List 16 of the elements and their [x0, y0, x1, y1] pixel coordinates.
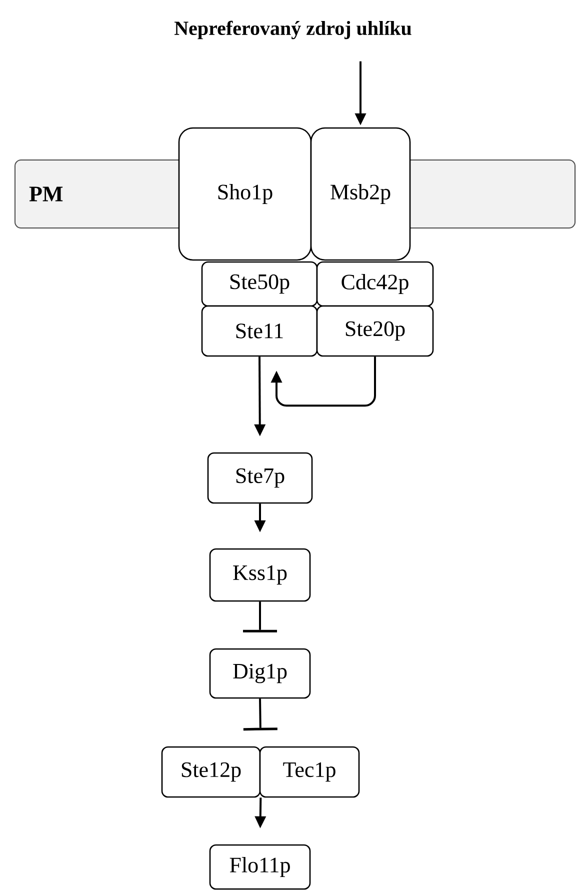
protein-box: Ste7p — [207, 452, 313, 504]
protein-box: Ste11 — [201, 305, 318, 357]
protein-box: Cdc42p — [316, 261, 434, 307]
title: Nepreferovaný zdroj uhlíku — [174, 20, 412, 40]
protein-box: Ste50p — [201, 261, 318, 307]
protein-box: Ste12p — [161, 746, 261, 798]
protein-box: Tec1p — [259, 746, 360, 798]
protein-box: Sho1p — [178, 127, 312, 261]
protein-box: Flo11p — [209, 844, 311, 890]
protein-box: Kss1p — [209, 548, 311, 602]
protein-box: Msb2p — [310, 127, 411, 261]
protein-box: Ste20p — [316, 305, 434, 357]
inhibition-arrow — [243, 698, 278, 731]
inhibition-arrow — [243, 602, 277, 632]
arrow — [270, 356, 376, 407]
protein-box: Dig1p — [209, 648, 311, 699]
